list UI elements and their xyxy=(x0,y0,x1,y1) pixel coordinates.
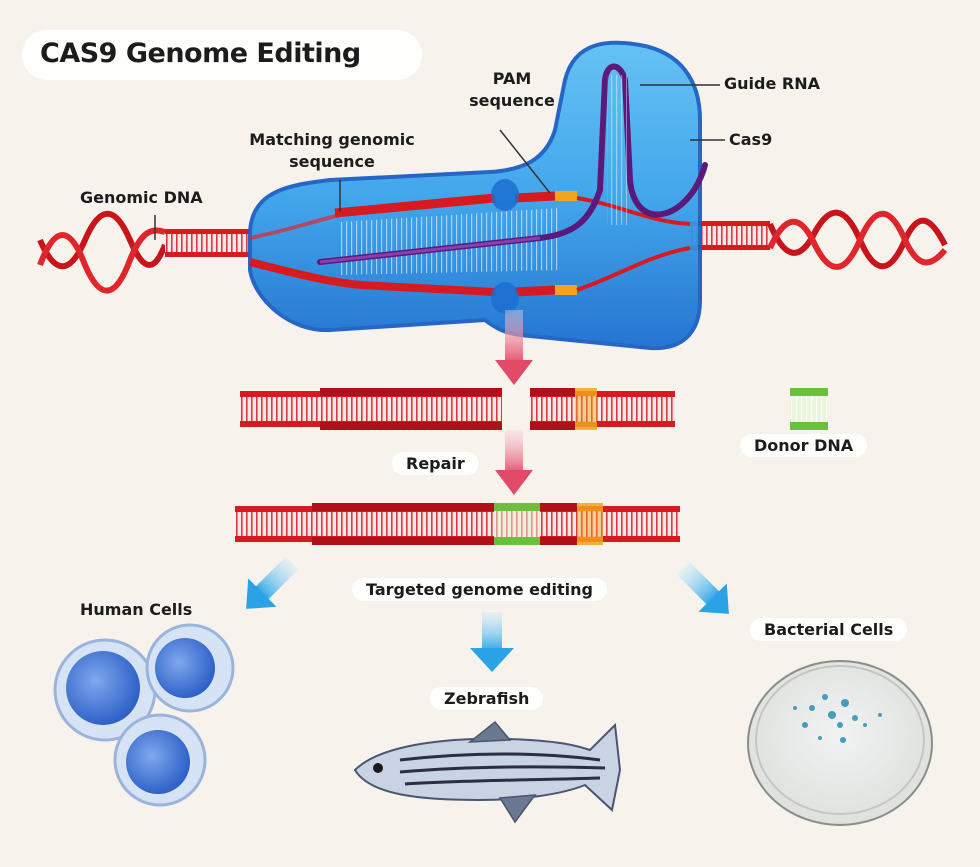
label-guide-rna: Guide RNA xyxy=(724,74,820,93)
label-matching-sequence: Matching genomic sequence xyxy=(232,129,432,173)
donor-dna-fragment xyxy=(790,388,828,430)
cut-dna xyxy=(240,388,675,430)
label-bacterial-cells: Bacterial Cells xyxy=(750,618,908,641)
label-targeted-editing: Targeted genome editing xyxy=(352,578,607,601)
cut-site-bottom xyxy=(491,282,519,314)
human-cells xyxy=(53,623,235,807)
leader-lines xyxy=(154,84,725,240)
pam-top xyxy=(555,191,577,201)
cut-site-top xyxy=(491,179,519,211)
label-cas9: Cas9 xyxy=(729,130,773,149)
label-pam-line1: PAM xyxy=(492,69,532,88)
diagram-title: CAS9 Genome Editing xyxy=(40,38,361,69)
label-matching-line2: sequence xyxy=(289,152,375,171)
label-repair: Repair xyxy=(392,452,479,475)
repaired-dna xyxy=(235,503,680,545)
label-genomic-dna: Genomic DNA xyxy=(80,188,203,207)
arrow-cut xyxy=(495,310,533,385)
label-pam-line2: sequence xyxy=(469,91,555,110)
label-donor-dna: Donor DNA xyxy=(740,434,868,457)
arrow-repair xyxy=(495,430,533,495)
guide-rna xyxy=(317,63,708,265)
title-pill xyxy=(22,30,422,80)
arrow-human xyxy=(246,556,299,609)
petri-dish xyxy=(747,660,933,826)
dna-inside-cas9 xyxy=(248,179,691,314)
arrow-bacteria xyxy=(676,561,729,614)
label-matching-line1: Matching genomic xyxy=(249,130,415,149)
dna-helix-right xyxy=(690,209,948,270)
label-pam-sequence: PAM sequence xyxy=(462,68,562,112)
arrow-zebrafish xyxy=(470,612,514,672)
zebrafish xyxy=(353,720,622,824)
label-zebrafish: Zebrafish xyxy=(430,687,544,710)
label-human-cells: Human Cells xyxy=(80,600,193,619)
dna-helix-left xyxy=(37,210,250,294)
pam-bottom xyxy=(555,285,577,295)
